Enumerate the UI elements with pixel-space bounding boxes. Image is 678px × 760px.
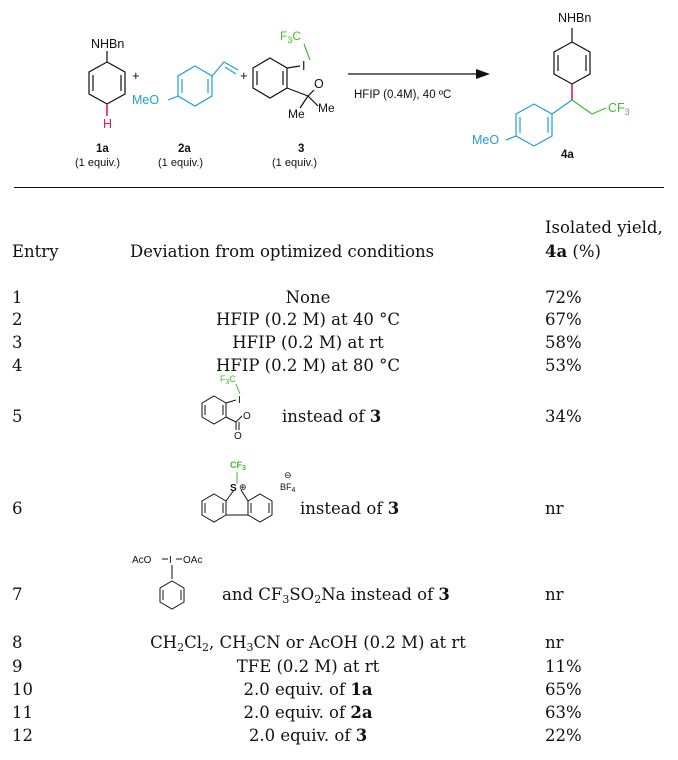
yield-value: 58% xyxy=(545,333,582,352)
svg-text:AcO: AcO xyxy=(132,555,152,566)
compound-2a-label: 2a xyxy=(178,143,191,155)
compound-3-oxygen: O xyxy=(314,77,324,91)
svg-text:CF3: CF3 xyxy=(230,460,246,472)
svg-text:O: O xyxy=(243,411,251,422)
entry-number: 3 xyxy=(12,333,23,352)
row5-reagent-structure: F3C I O O xyxy=(201,374,251,440)
yield-value: nr xyxy=(545,499,564,518)
svg-text:F3C: F3C xyxy=(220,374,236,386)
deviation: instead of 3 xyxy=(300,499,400,518)
table-row: 11 2.0 equiv. of 2a 63% xyxy=(0,702,678,724)
compound-1a xyxy=(88,51,126,116)
svg-text:⊖: ⊖ xyxy=(284,470,292,480)
yield-value: 53% xyxy=(545,356,582,375)
yield-value: nr xyxy=(545,633,564,652)
table-row: 5 instead of 3 34% xyxy=(0,406,678,428)
header-deviation: Deviation from optimized conditions xyxy=(130,242,435,261)
entry-number: 4 xyxy=(12,356,23,375)
deviation: instead of 3 xyxy=(282,407,382,426)
table-row: 1 None 72% xyxy=(0,287,678,309)
deviation: HFIP (0.2 M) at rt xyxy=(232,333,384,352)
header-yield-line2: 4a (%) xyxy=(545,242,601,261)
deviation: TFE (0.2 M) at rt xyxy=(236,657,380,676)
yield-value: 63% xyxy=(545,703,582,722)
yield-value: 67% xyxy=(545,310,582,329)
compound-1a-h: H xyxy=(103,117,112,131)
compound-3-equiv: (1 equiv.) xyxy=(272,157,317,169)
entry-number: 9 xyxy=(12,657,23,676)
compound-3-iodine: I xyxy=(302,59,305,73)
deviation: 2.0 equiv. of 2a xyxy=(243,703,373,722)
reaction-arrow xyxy=(348,69,490,79)
product-4a-label: 4a xyxy=(561,149,574,161)
entry-number: 5 xyxy=(12,407,23,426)
deviation: HFIP (0.2 M) at 40 °C xyxy=(215,310,401,329)
table-row: 8 CH2Cl2, CH3CN or AcOH (0.2 M) at rt nr xyxy=(0,632,678,654)
svg-text:O: O xyxy=(234,431,242,440)
table-top-rule xyxy=(14,187,664,188)
table-row: 10 2.0 equiv. of 1a 65% xyxy=(0,679,678,701)
header-entry: Entry xyxy=(12,242,59,261)
product-4a-meo: MeO xyxy=(472,133,499,147)
deviation: HFIP (0.2 M) at 80 °C xyxy=(215,356,401,375)
compound-3-me-1: Me xyxy=(288,107,305,121)
table-row: 4 HFIP (0.2 M) at 80 °C 53% xyxy=(0,355,678,377)
compound-3-me-2: Me xyxy=(318,101,335,115)
deviation: 2.0 equiv. of 1a xyxy=(243,680,373,699)
compound-1a-equiv: (1 equiv.) xyxy=(75,157,120,169)
plus-1: + xyxy=(132,68,140,83)
deviation: None xyxy=(285,288,331,307)
yield-value: 72% xyxy=(545,288,582,307)
entry-number: 6 xyxy=(12,499,23,518)
compound-1a-nhbn: NHBn xyxy=(91,37,124,51)
reaction-conditions: HFIP (0.4M), 40 ºC xyxy=(354,89,451,101)
yield-value: 11% xyxy=(545,657,582,676)
table-row: 3 HFIP (0.2 M) at rt 58% xyxy=(0,332,678,354)
entry-number: 11 xyxy=(12,703,33,722)
table-row: 9 TFE (0.2 M) at rt 11% xyxy=(0,656,678,678)
entry-number: 10 xyxy=(12,680,33,699)
table-row: 6 instead of 3 nr xyxy=(0,498,678,520)
header-yield: Isolated yield, 4a (%) xyxy=(545,216,675,264)
entry-number: 1 xyxy=(12,288,23,307)
table-row: 12 2.0 equiv. of 3 22% xyxy=(0,725,678,747)
compound-1a-label: 1a xyxy=(96,143,109,155)
svg-text:BF4: BF4 xyxy=(280,482,296,494)
compound-2a xyxy=(167,61,239,107)
plus-2: + xyxy=(240,68,248,83)
header-yield-line1: Isolated yield, xyxy=(545,218,663,237)
entry-number: 7 xyxy=(12,585,23,604)
deviation: CH2Cl2, CH3CN or AcOH (0.2 M) at rt xyxy=(150,633,466,654)
entry-number: 2 xyxy=(12,310,23,329)
table-row: 7 and CF3SO2Na instead of 3 nr xyxy=(0,584,678,606)
row6-reagent-structure: CF3 S ⊕ ⊖ BF4 xyxy=(201,460,296,523)
compound-3-label: 3 xyxy=(298,143,304,155)
row7-reagent-structure: AcO I OAc xyxy=(132,555,202,610)
entry-number: 12 xyxy=(12,726,33,745)
compound-3-cf3: F3C xyxy=(280,29,301,45)
yield-value: 65% xyxy=(545,680,582,699)
reaction-scheme: NHBn H 1a (1 equiv.) + MeO 2a (1 equiv.)… xyxy=(75,11,630,169)
deviation: and CF3SO2Na instead of 3 xyxy=(222,585,450,606)
product-4a-nhbn: NHBn xyxy=(558,11,591,25)
compound-2a-meo: MeO xyxy=(132,93,159,107)
compound-2a-equiv: (1 equiv.) xyxy=(158,157,203,169)
yield-value: 34% xyxy=(545,407,582,426)
table-row: 2 HFIP (0.2 M) at 40 °C 67% xyxy=(0,309,678,331)
svg-text:S: S xyxy=(230,483,237,494)
yield-value: 22% xyxy=(545,726,582,745)
yield-value: nr xyxy=(545,585,564,604)
compound-3 xyxy=(252,43,319,109)
svg-text:OAc: OAc xyxy=(183,555,202,566)
entry-number: 8 xyxy=(12,633,23,652)
product-4a-cf3: CF3 xyxy=(608,101,630,117)
svg-text:I: I xyxy=(169,555,172,566)
product-4a xyxy=(553,28,607,115)
svg-text:⊕: ⊕ xyxy=(239,482,247,492)
deviation: 2.0 equiv. of 3 xyxy=(248,726,368,745)
svg-text:I: I xyxy=(238,395,241,406)
